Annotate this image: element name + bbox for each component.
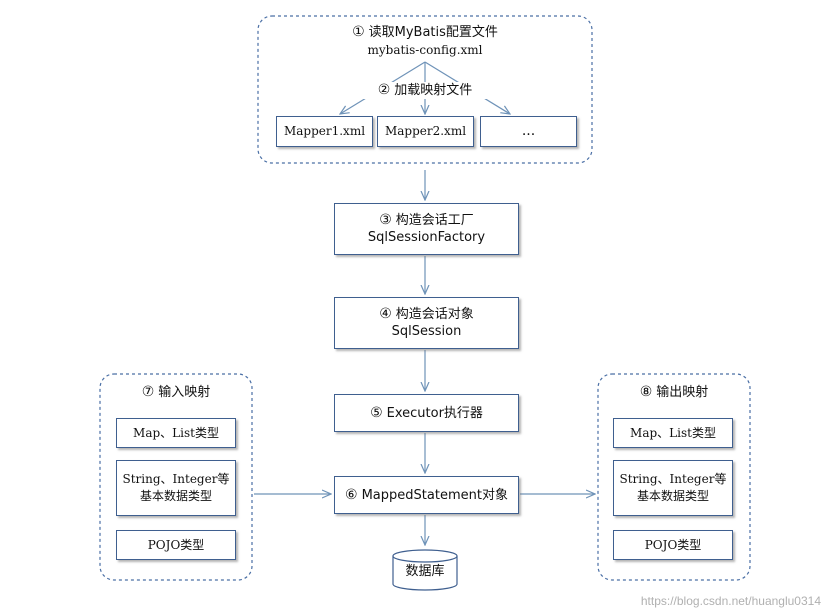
input-basic-types-line2: 基本数据类型 <box>139 489 212 503</box>
session-class: SqlSession <box>391 324 462 339</box>
session-factory-label: 构造会话工厂 <box>395 213 474 228</box>
step-5-badge: ⑤ <box>370 404 383 421</box>
mapped-statement-label: MappedStatement对象 <box>361 487 508 503</box>
output-basic-types: String、Integer等 基本数据类型 <box>613 460 733 516</box>
step-7-badge: ⑦ <box>141 384 155 400</box>
database-label: 数据库 <box>405 564 445 579</box>
config-title-text: 读取MyBatis配置文件 <box>368 25 498 40</box>
step-3-badge: ③ <box>379 212 392 228</box>
session-label: 构造会话对象 <box>395 307 474 322</box>
step-2-badge: ② <box>377 82 391 98</box>
session-factory-class: SqlSessionFactory <box>367 230 486 245</box>
step-8-badge: ⑧ <box>639 384 653 400</box>
output-basic-types-line2: 基本数据类型 <box>636 489 709 503</box>
database-cylinder-icon <box>392 549 458 591</box>
mapper-file-2: Mapper2.xml <box>377 116 474 147</box>
output-mapping-title-text: 输出映射 <box>656 385 709 400</box>
step-1-badge: ① <box>352 24 365 40</box>
executor-label: Executor执行器 <box>386 405 483 421</box>
output-map-list-type: Map、List类型 <box>613 418 733 448</box>
mapper-file-1: Mapper1.xml <box>276 116 373 147</box>
load-mappings-text: 加载映射文件 <box>394 83 473 98</box>
input-pojo-type: POJO类型 <box>116 530 236 560</box>
config-group <box>257 15 593 164</box>
step-4-badge: ④ <box>379 306 392 322</box>
input-basic-types-line1: String、Integer等 <box>122 472 230 486</box>
input-mapping-group <box>99 373 253 581</box>
config-filename: mybatis-config.xml <box>367 43 483 57</box>
watermark-url: https://blog.csdn.net/huanglu0314 <box>640 594 821 608</box>
input-basic-types: String、Integer等 基本数据类型 <box>116 460 236 516</box>
mapper-file-more: ... <box>480 116 577 147</box>
step-6-badge: ⑥ <box>345 486 358 503</box>
output-basic-types-line1: String、Integer等 <box>619 472 727 486</box>
input-mapping-title-text: 输入映射 <box>158 385 211 400</box>
output-mapping-group <box>597 373 751 581</box>
output-pojo-type: POJO类型 <box>613 530 733 560</box>
input-map-list-type: Map、List类型 <box>116 418 236 448</box>
